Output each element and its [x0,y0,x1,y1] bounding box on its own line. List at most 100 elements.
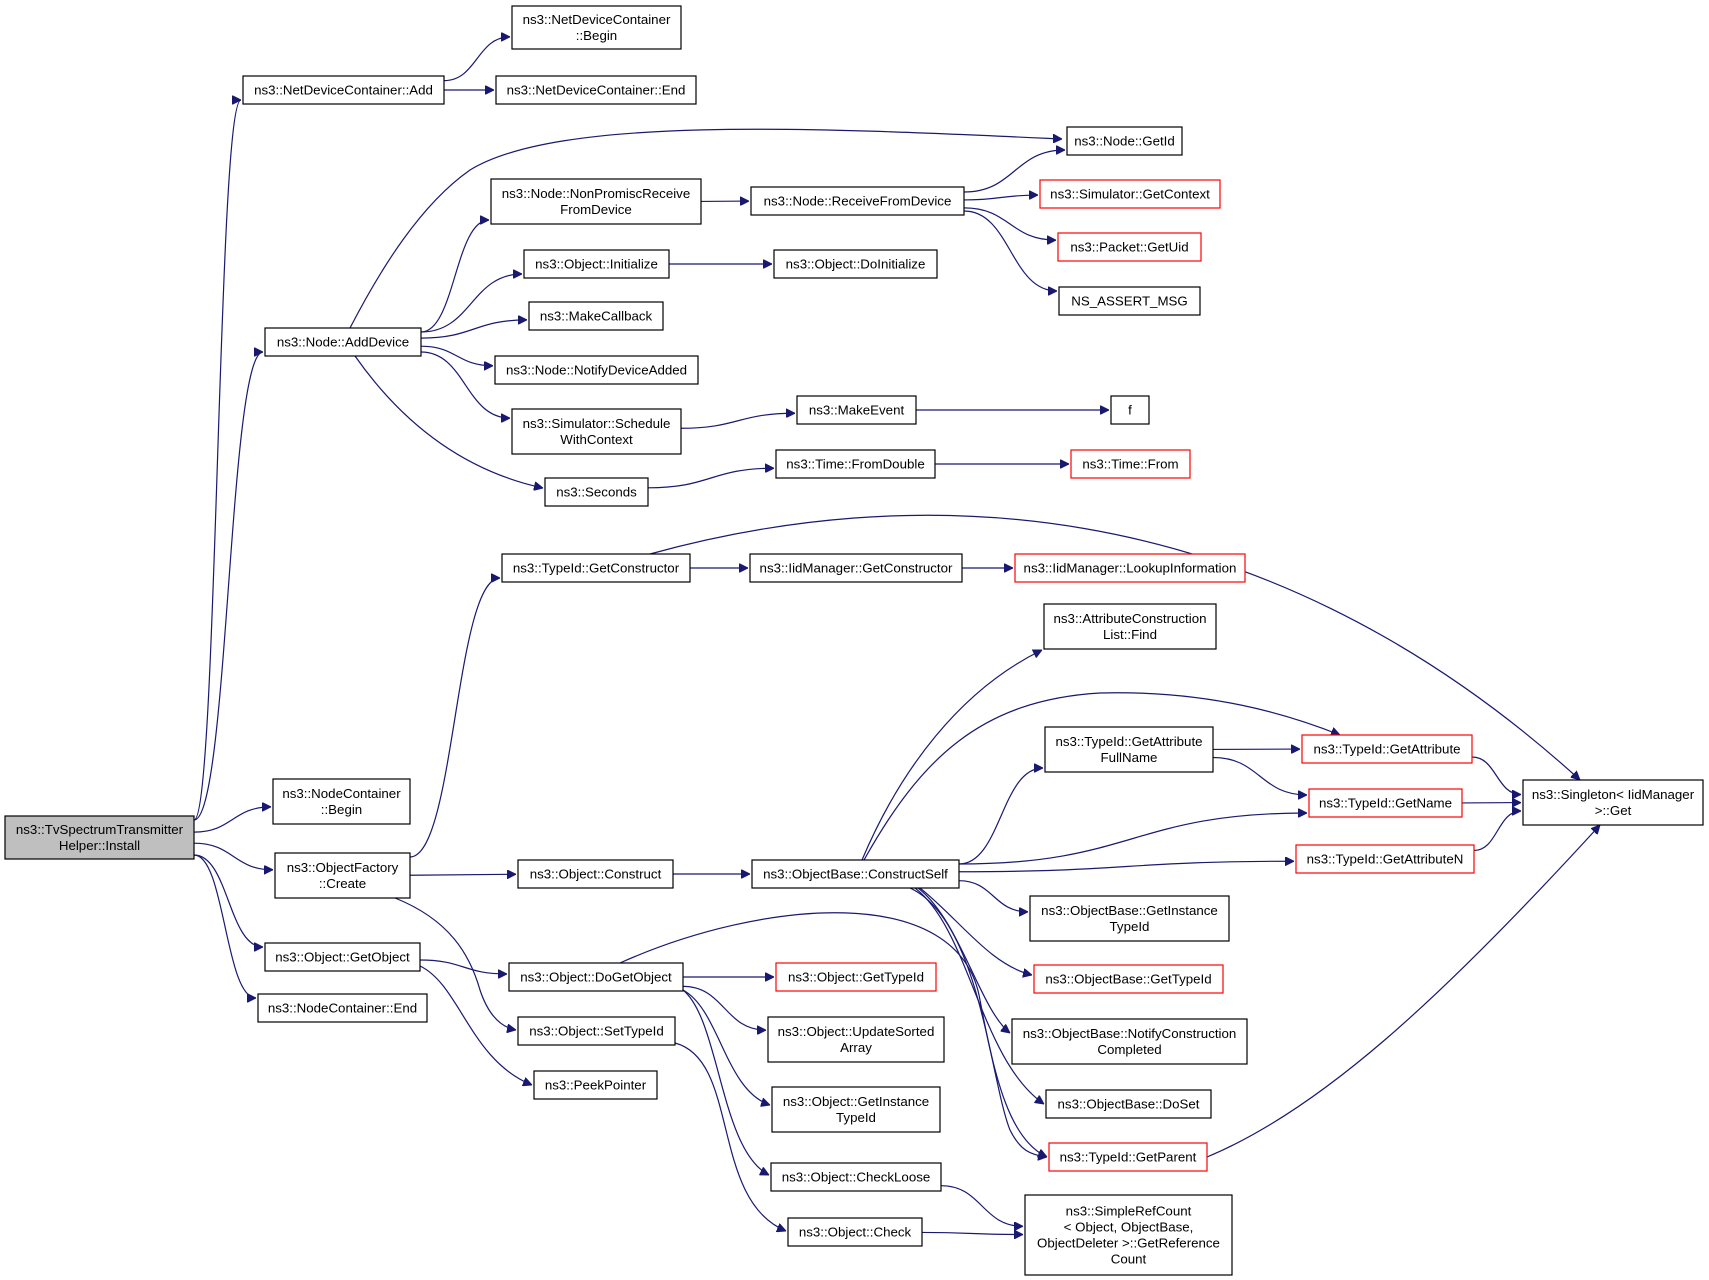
node-label-line: ns3::Object::CheckLoose [782,1170,931,1185]
function-node-makeevent[interactable]: ns3::MakeEvent [796,395,917,425]
call-edges [193,37,1600,1235]
function-node-nc-begin[interactable]: ns3::NodeContainer::Begin [272,778,411,825]
node-label-line: ns3::Object::SetTypeId [529,1024,664,1039]
call-edge-obj_check-to-simplerefcount [921,1232,1023,1234]
call-edge-ob_constructself-to-typeid_getname [958,813,1307,865]
node-label-line: ns3::TypeId::GetName [1319,796,1452,811]
function-node-obj-settypeid[interactable]: ns3::Object::SetTypeId [517,1016,676,1046]
function-node-obj-construct[interactable]: ns3::Object::Construct [517,859,674,889]
node-label-line: ns3::ObjectBase::GetInstance [1041,903,1218,918]
function-node-seconds[interactable]: ns3::Seconds [544,477,649,507]
call-arrow [349,128,1062,329]
call-edge-obj_dogetobject-to-obj_updatesorted [682,985,766,1030]
function-node-node-adddevice[interactable]: ns3::Node::AddDevice [264,327,422,357]
node-label-line: ns3::NetDeviceContainer [523,12,671,27]
node-label-line: ns3::ObjectBase::GetTypeId [1045,972,1211,987]
function-node-obj-getobject[interactable]: ns3::Object::GetObject [264,942,421,972]
function-node-obj-gettypeid[interactable]: ns3::Object::GetTypeId [775,962,937,992]
function-node-ndc-add[interactable]: ns3::NetDeviceContainer::Add [242,75,445,105]
node-label-line: ns3::ObjectBase::NotifyConstruction [1023,1026,1237,1041]
call-edge-node_receive-to-sim_getcontext [963,195,1038,201]
function-node-iid-lookup[interactable]: ns3::IidManager::LookupInformation [1014,553,1246,583]
call-arrow [917,887,1010,1033]
node-label-line: NS_ASSERT_MSG [1071,294,1188,309]
call-arrow [443,37,510,82]
node-label-line: Helper::Install [59,838,140,853]
node-box [773,249,938,279]
node-label-line: ns3::Object::GetTypeId [788,970,924,985]
function-node-ob-notify[interactable]: ns3::ObjectBase::NotifyConstructionCompl… [1011,1018,1248,1065]
function-nodes: ns3::TvSpectrumTransmitterHelper::Instal… [4,5,1704,1276]
function-node-makecallback[interactable]: ns3::MakeCallback [528,301,664,331]
call-arrow [674,1042,786,1231]
node-box [1058,286,1201,316]
call-edge-node_adddevice-to-sim_schedule [420,351,510,418]
function-node-simplerefcount[interactable]: ns3::SimpleRefCount< Object, ObjectBase,… [1024,1194,1233,1276]
function-node-typeid-getattrn[interactable]: ns3::TypeId::GetAttributeN [1295,844,1475,874]
function-node-time-fromdouble[interactable]: ns3::Time::FromDouble [775,449,936,479]
call-edge-ob_constructself-to-ob_doset [914,887,1044,1104]
node-box [1039,179,1221,209]
call-edge-typeid_getparent-to-singleton_get [1206,825,1600,1158]
node-box [770,1162,942,1192]
node-label-line: ns3::Object::DoInitialize [786,257,926,272]
call-edge-typeid_getattrn-to-singleton_get [1473,811,1522,852]
function-node-nc-end[interactable]: ns3::NodeContainer::End [257,993,428,1023]
call-arrow [193,842,273,870]
node-label-line: ns3::Node::GetId [1074,134,1175,149]
function-node-obj-initialize[interactable]: ns3::Object::Initialize [523,249,670,279]
function-node-ob-constructself[interactable]: ns3::ObjectBase::ConstructSelf [751,859,960,889]
node-label-line: ns3::Object::UpdateSorted [778,1024,935,1039]
call-edge-obj_getobject-to-obj_dogetobject [419,959,507,974]
call-edge-ob_constructself-to-ob_getinstancetid [958,880,1028,912]
function-node-ob-gettypeid[interactable]: ns3::ObjectBase::GetTypeId [1033,964,1224,994]
node-box [750,186,965,216]
node-label-line: f [1128,403,1132,418]
call-edge-typeid_getattrfull-to-typeid_getname [1212,756,1307,795]
function-node-ndc-begin[interactable]: ns3::NetDeviceContainer::Begin [511,5,682,50]
function-node-obj-check[interactable]: ns3::Object::Check [787,1217,923,1247]
function-node-ob-doset[interactable]: ns3::ObjectBase::DoSet [1045,1089,1212,1119]
node-label-line: ns3::TvSpectrumTransmitter [16,822,184,837]
function-node-obj-doinitialize[interactable]: ns3::Object::DoInitialize [773,249,938,279]
function-node-obj-checkloose[interactable]: ns3::Object::CheckLoose [770,1162,942,1192]
function-node-typeid-getparent[interactable]: ns3::TypeId::GetParent [1048,1142,1208,1172]
function-node-typeid-getctor[interactable]: ns3::TypeId::GetConstructor [501,553,691,583]
function-node-typeid-getattr[interactable]: ns3::TypeId::GetAttribute [1301,734,1473,764]
function-node-f[interactable]: f [1110,395,1150,425]
function-node-singleton-get[interactable]: ns3::Singleton< IidManager>::Get [1522,779,1704,826]
node-box [796,395,917,425]
node-box [517,859,674,889]
function-node-node-receive[interactable]: ns3::Node::ReceiveFromDevice [750,186,965,216]
function-node-typeid-getname[interactable]: ns3::TypeId::GetName [1308,788,1463,818]
function-node-node-notify[interactable]: ns3::Node::NotifyDeviceAdded [494,355,699,385]
function-node-node-getid[interactable]: ns3::Node::GetId [1066,126,1183,156]
function-node-of-create[interactable]: ns3::ObjectFactory::Create [274,852,411,899]
function-node-ns-assert[interactable]: NS_ASSERT_MSG [1058,286,1201,316]
function-node-time-from[interactable]: ns3::Time::From [1070,449,1191,479]
node-box [775,449,936,479]
function-node-sim-getcontext[interactable]: ns3::Simulator::GetContext [1039,179,1221,209]
call-edge-obj_getobject-to-peekpointer [419,965,532,1085]
node-box [1308,788,1463,818]
function-node-ndc-end[interactable]: ns3::NetDeviceContainer::End [495,75,697,105]
node-box [771,1086,941,1133]
call-arrow [682,989,769,1176]
function-node-root[interactable]: ns3::TvSpectrumTransmitterHelper::Instal… [4,815,195,860]
node-box [257,993,428,1023]
function-node-obj-dogetobject[interactable]: ns3::Object::DoGetObject [508,962,684,992]
function-node-peekpointer[interactable]: ns3::PeekPointer [533,1070,658,1100]
function-node-iid-getctor[interactable]: ns3::IidManager::GetConstructor [749,553,963,583]
node-label-line: ns3::ObjectBase::ConstructSelf [763,867,948,882]
call-arrow [409,874,516,875]
function-node-packet-getuid[interactable]: ns3::Packet::GetUid [1057,232,1202,262]
node-box [749,553,963,583]
